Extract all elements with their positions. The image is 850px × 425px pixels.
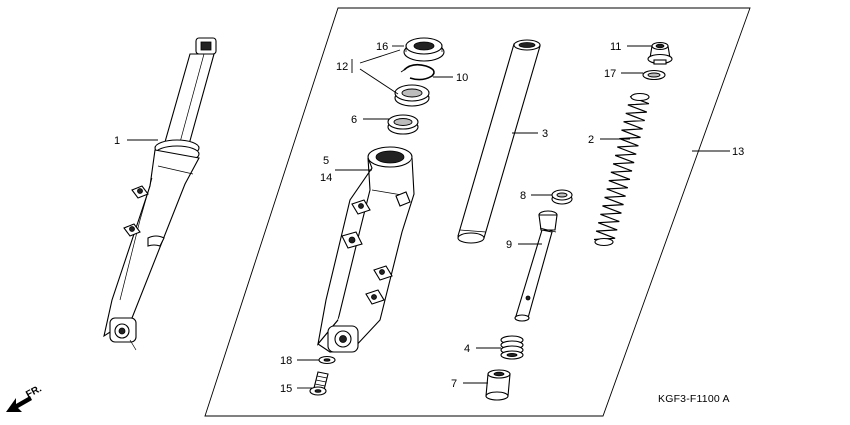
piston-ring-part[interactable]: [551, 189, 573, 205]
o-ring-part[interactable]: [642, 69, 666, 81]
callout-8: 8: [520, 190, 526, 202]
callout-7: 7: [451, 378, 457, 390]
callout-18: 18: [280, 355, 292, 367]
callout-2: 2: [588, 134, 594, 146]
catalog-code: KGF3-F1100 A: [658, 393, 730, 405]
callout-10: 10: [456, 72, 468, 84]
leader-lines: [127, 45, 730, 389]
callout-15: 15: [280, 383, 292, 395]
callout-11: 11: [610, 41, 621, 53]
fork-assembly-part[interactable]: [103, 37, 217, 351]
callout-13: 13: [732, 146, 744, 158]
callout-3: 3: [542, 128, 548, 140]
fork-piston-part[interactable]: [514, 210, 558, 322]
callout-5: 5: [323, 155, 329, 167]
callout-14: 14: [320, 172, 332, 184]
front-direction-indicator: FR.: [6, 383, 44, 412]
callout-16: 16: [376, 41, 388, 53]
stopper-ring-part[interactable]: [400, 63, 435, 81]
sealing-washer-part[interactable]: [318, 355, 336, 365]
callout-17: 17: [604, 68, 616, 80]
callout-12: 12: [336, 61, 348, 73]
backup-ring-part[interactable]: [387, 114, 419, 135]
callout-4: 4: [464, 343, 470, 355]
callout-labels: 1 2 3 4 5 14 6 7 8 9 10 11 12 13 15 16 1…: [114, 41, 744, 395]
callout-9: 9: [506, 239, 512, 251]
front-arrow-icon: [6, 396, 32, 412]
fork-spring-part[interactable]: [593, 92, 650, 247]
exploded-view-frame: [204, 7, 751, 417]
oil-lock-piece-part[interactable]: [485, 369, 511, 401]
rebound-spring-part[interactable]: [500, 335, 524, 360]
fork-slider-part[interactable]: [317, 146, 415, 353]
front-direction-label: FR.: [24, 383, 44, 400]
fork-bolt-part[interactable]: [647, 41, 673, 65]
callout-1: 1: [114, 135, 120, 147]
fork-pipe-part[interactable]: [457, 39, 541, 244]
oil-seal-part[interactable]: [394, 84, 430, 107]
callout-6: 6: [351, 114, 357, 126]
socket-bolt-part[interactable]: [309, 371, 329, 396]
dust-seal-part[interactable]: [403, 37, 445, 62]
